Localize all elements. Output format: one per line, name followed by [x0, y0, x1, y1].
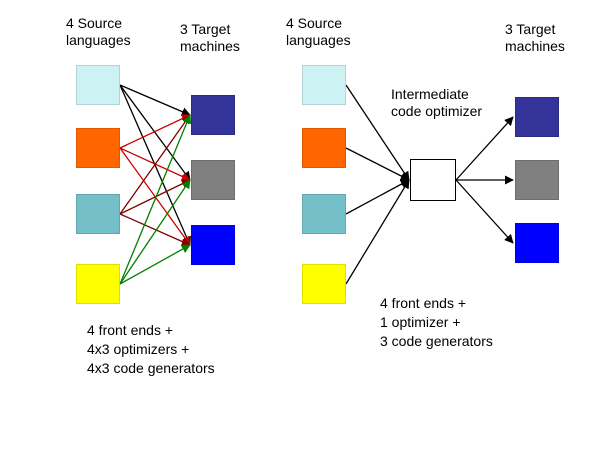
right-source-heading: 4 Source languages	[286, 15, 351, 48]
right-hub-edges	[345, 84, 514, 285]
edge-source-1-to-target-2	[119, 84, 191, 181]
right-caption: 4 front ends + 1 optimizer + 3 code gene…	[380, 295, 493, 349]
edge-source-3-to-target-3	[119, 213, 191, 246]
edge-source-2-to-target-1	[119, 114, 191, 149]
left-source-language-3	[76, 194, 120, 234]
edge-source-1-to-target-1	[119, 84, 191, 116]
optimizer-label: Intermediate code optimizer	[391, 86, 483, 119]
left-target-heading: 3 Target machines	[180, 21, 240, 54]
edge-source-4-to-optimizer	[345, 179, 410, 285]
edge-source-4-to-target-2	[119, 179, 191, 285]
left-source-language-2	[76, 128, 120, 168]
left-many-to-many-edges	[119, 84, 192, 285]
edge-source-2-to-optimizer	[345, 147, 410, 181]
left-caption: 4 front ends + 4x3 optimizers + 4x3 code…	[87, 322, 215, 376]
left-source-heading: 4 Source languages	[66, 15, 131, 48]
left-target-machine-3	[191, 225, 235, 265]
edge-source-3-to-target-1	[119, 114, 191, 215]
right-source-language-1	[302, 65, 346, 105]
edge-source-4-to-target-1	[119, 114, 192, 285]
intermediate-code-optimizer-box	[410, 159, 456, 201]
edge-optimizer-to-target-1	[455, 116, 514, 181]
left-source-language-1	[76, 65, 120, 105]
right-source-language-2	[302, 128, 346, 168]
right-target-machine-2	[515, 160, 559, 200]
right-target-machine-1	[515, 97, 559, 137]
edge-source-3-to-target-2	[119, 179, 191, 215]
right-source-language-4	[302, 264, 346, 304]
edge-source-4-to-target-3	[119, 244, 191, 285]
right-source-language-3	[302, 194, 346, 234]
right-target-heading: 3 Target machines	[505, 21, 565, 54]
left-source-language-4	[76, 264, 120, 304]
edge-source-1-to-optimizer	[345, 84, 410, 181]
edge-optimizer-to-target-3	[455, 179, 514, 244]
right-target-machine-3	[515, 223, 559, 263]
left-target-machine-2	[191, 160, 235, 200]
edge-source-3-to-optimizer	[345, 179, 410, 215]
left-target-machine-1	[191, 95, 235, 135]
